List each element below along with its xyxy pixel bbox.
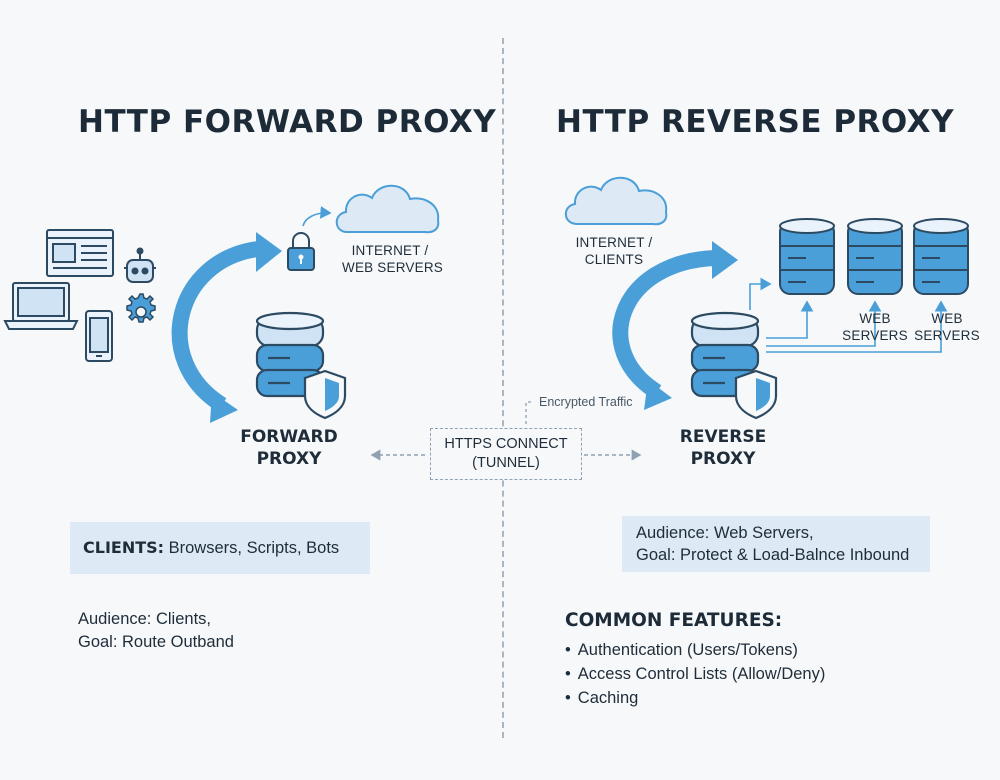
- web-server-1-icon: [779, 218, 835, 295]
- forward-goal-line: Goal: Route Outband: [78, 633, 234, 651]
- web-servers-label-a: WEB SERVERS: [842, 311, 908, 343]
- encrypted-traffic-label: Encrypted Traffic: [539, 395, 633, 409]
- reverse-shield-icon: [734, 369, 778, 420]
- clients-heading: CLIENTS:: [83, 538, 165, 557]
- lock-icon: [287, 232, 315, 271]
- forward-shield-icon: [303, 369, 347, 420]
- web-servers-label-b: WEB SERVERS: [914, 311, 980, 343]
- feature-item-acl: Access Control Lists (Allow/Deny): [565, 662, 826, 686]
- gear-icon: [126, 293, 156, 323]
- internet-clients-label: INTERNET / CLIENTS: [575, 235, 653, 267]
- forward-audience-line: Audience: Clients,: [78, 610, 211, 628]
- internet-cloud-icon: [335, 184, 440, 234]
- clients-cloud-icon: [564, 176, 668, 226]
- bot-icon: [124, 247, 156, 283]
- web-server-3-icon: [913, 218, 969, 295]
- reverse-curved-arrow: [612, 241, 738, 410]
- common-features-title: COMMON FEATURES:: [565, 610, 783, 631]
- forward-proxy-title: HTTP FORWARD PROXY: [78, 104, 497, 140]
- laptop-icon: [3, 282, 79, 330]
- reverse-proxy-title: HTTP REVERSE PROXY: [556, 104, 955, 140]
- center-divider: [502, 38, 504, 738]
- reverse-audience-box: Audience: Web Servers, Goal: Protect & L…: [622, 516, 930, 572]
- internet-web-servers-label: INTERNET / WEB SERVERS: [342, 243, 443, 275]
- web-server-2-icon: [847, 218, 903, 295]
- clients-info-box: CLIENTS: Browsers, Scripts, Bots: [70, 522, 370, 574]
- smartphone-icon: [85, 310, 113, 362]
- reverse-goal-line: Goal: Protect & Load-Balnce Inbound: [636, 546, 910, 564]
- common-features-list: Authentication (Users/Tokens) Access Con…: [565, 638, 826, 710]
- reverse-proxy-label: REVERSE PROXY: [679, 427, 767, 469]
- https-connect-tunnel-box: HTTPS CONNECT (TUNNEL): [430, 428, 582, 480]
- encrypted-traffic-pointer: [525, 401, 534, 424]
- feature-item-authentication: Authentication (Users/Tokens): [565, 638, 825, 662]
- reverse-audience-line: Audience: Web Servers,: [636, 524, 814, 542]
- forward-proxy-label: FORWARD PROXY: [240, 427, 338, 469]
- clients-list: Browsers, Scripts, Bots: [164, 539, 340, 557]
- feature-item-caching: Caching: [565, 686, 825, 710]
- forward-curved-arrow: [171, 232, 282, 423]
- browser-window-icon: [46, 229, 114, 277]
- lock-to-cloud-arrow: [302, 205, 332, 227]
- backend-connectors: [749, 277, 948, 353]
